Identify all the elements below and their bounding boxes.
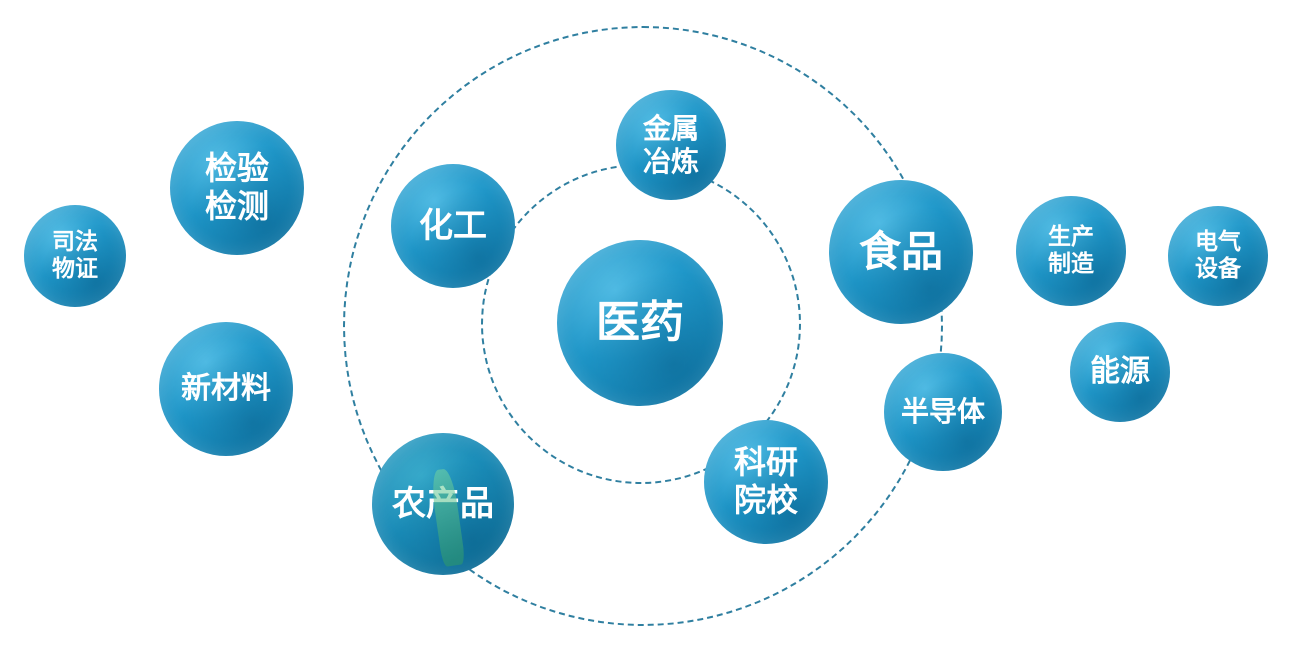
bubble-new-materials-label: 新材料 [181,371,271,406]
bubble-research-institutes: 科研 院校 [704,420,828,544]
bubble-new-materials: 新材料 [159,322,293,456]
bubble-agricultural-products-label: 农产品 [392,484,494,524]
bubble-forensic-evidence-label: 司法 物证 [52,229,98,283]
bubble-food-label: 食品 [859,227,943,277]
bubble-electrical-equipment: 电气 设备 [1168,206,1268,306]
bubble-manufacturing: 生产 制造 [1016,196,1126,306]
bubble-medicine-label: 医药 [596,297,684,349]
bubble-metal-smelting-label: 金属 冶炼 [643,112,699,178]
bubble-energy: 能源 [1070,322,1170,422]
bubble-food: 食品 [829,180,973,324]
bubble-energy-label: 能源 [1090,354,1150,389]
bubble-chemical-label: 化工 [419,206,487,246]
bubble-metal-smelting: 金属 冶炼 [616,90,726,200]
bubble-semiconductor: 半导体 [884,353,1002,471]
bubble-manufacturing-label: 生产 制造 [1048,224,1094,278]
bubble-forensic-evidence: 司法 物证 [24,205,126,307]
bubble-medicine: 医药 [557,240,723,406]
bubble-inspection-testing: 检验 检测 [170,121,304,255]
bubble-semiconductor-label: 半导体 [901,395,985,428]
bubble-inspection-testing-label: 检验 检测 [205,150,269,226]
bubble-electrical-equipment-label: 电气 设备 [1195,229,1241,283]
bubble-chemical: 化工 [391,164,515,288]
bubble-research-institutes-label: 科研 院校 [734,444,798,520]
bubble-agricultural-products: 农产品 [372,433,514,575]
